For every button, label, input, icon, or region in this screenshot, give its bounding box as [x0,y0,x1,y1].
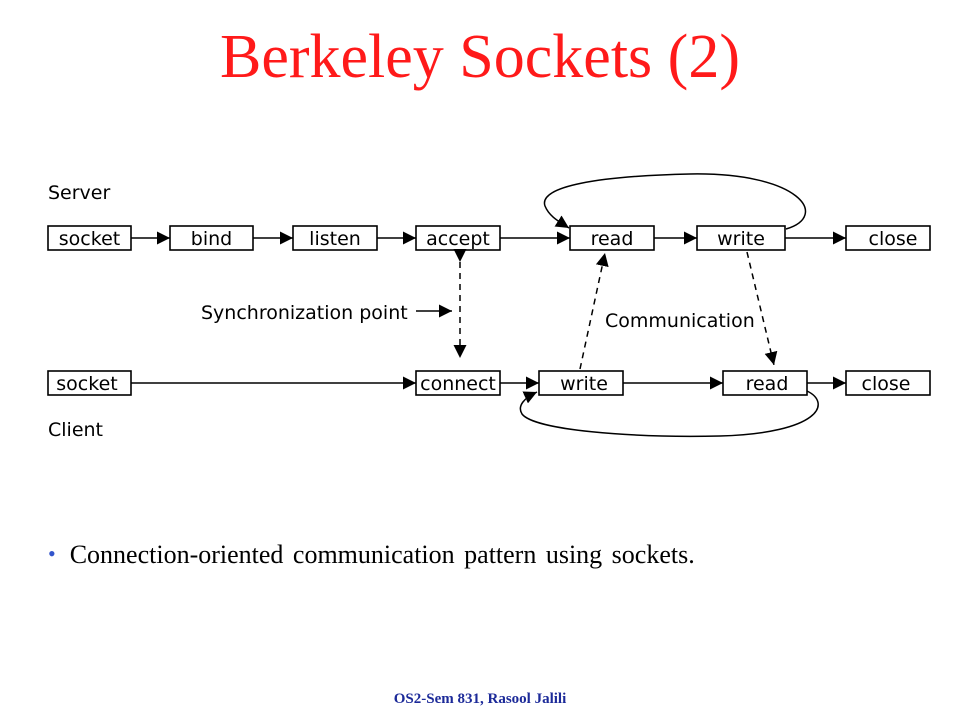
client-label: Client [48,419,103,441]
box-label: accept [426,228,490,250]
server-box-accept: accept [415,225,501,251]
box-label: read [746,373,789,395]
box-label: socket [56,373,117,395]
server-label: Server [48,182,110,204]
box-label: close [862,373,911,395]
slide-title: Berkeley Sockets (2) [220,23,740,91]
box-label: socket [59,228,120,250]
box-label: close [869,228,918,250]
footer: OS2-Sem 831, Rasool Jalili [393,691,567,707]
box-label: write [560,373,608,395]
client-loop-arrow [519,390,819,438]
server-box-write: write [696,225,786,251]
communication-label: Communication [605,310,755,332]
client-box-write: write [538,370,624,396]
box-label: bind [191,228,232,250]
server-box-read: read [569,225,655,251]
client-box-connect: connect [415,370,501,396]
box-label: connect [420,373,496,395]
client-box-close: close [845,370,931,396]
comm-server-write-to-client-read [746,251,778,366]
server-box-socket: socket [47,225,132,251]
server-loop-arrow [543,173,807,230]
server-box-close: close [845,225,931,251]
box-label: write [717,228,765,250]
box-label: listen [309,228,361,250]
bullet-text: Connection-oriented communication patter… [69,540,695,569]
client-box-socket: socket [47,370,132,396]
comm-client-write-to-server-read [579,252,609,370]
sync-point-label: Synchronization point [201,302,408,324]
box-label: read [591,228,634,250]
server-box-bind: bind [169,225,254,251]
bullet-item: • Connection-oriented communication patte… [48,540,695,570]
server-box-listen: listen [292,225,378,251]
bullet-dot-icon: • [48,541,56,566]
client-box-read: read [722,370,808,396]
